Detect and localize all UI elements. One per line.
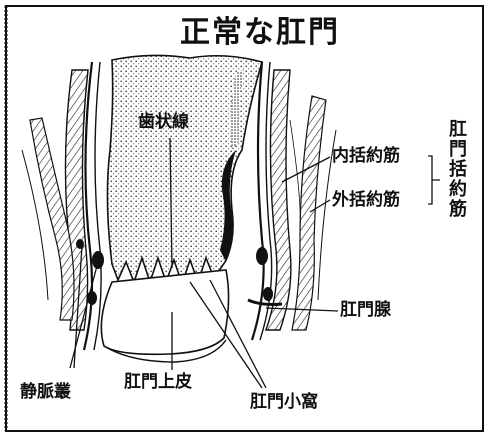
anal-canal <box>101 270 228 354</box>
right-external-sphincter <box>292 96 326 330</box>
label-internal-sphincter: 内括約筋 <box>332 148 400 165</box>
right-wall-outer <box>252 62 264 340</box>
label-anal-gland: 肛門腺 <box>340 302 391 319</box>
label-venous-plexus: 静脈叢 <box>20 384 71 401</box>
label-anal-crypt: 肛門小窩 <box>250 394 318 411</box>
diagram-title: 正常な肛門 <box>160 18 360 48</box>
sphincter-bracket <box>428 156 440 204</box>
label-anoderm: 肛門上皮 <box>124 374 192 391</box>
label-sphincter-group: 肛門括約筋 <box>447 120 469 220</box>
label-dentate-line: 歯状線 <box>138 114 189 131</box>
label-external-sphincter: 外括約筋 <box>332 192 400 209</box>
